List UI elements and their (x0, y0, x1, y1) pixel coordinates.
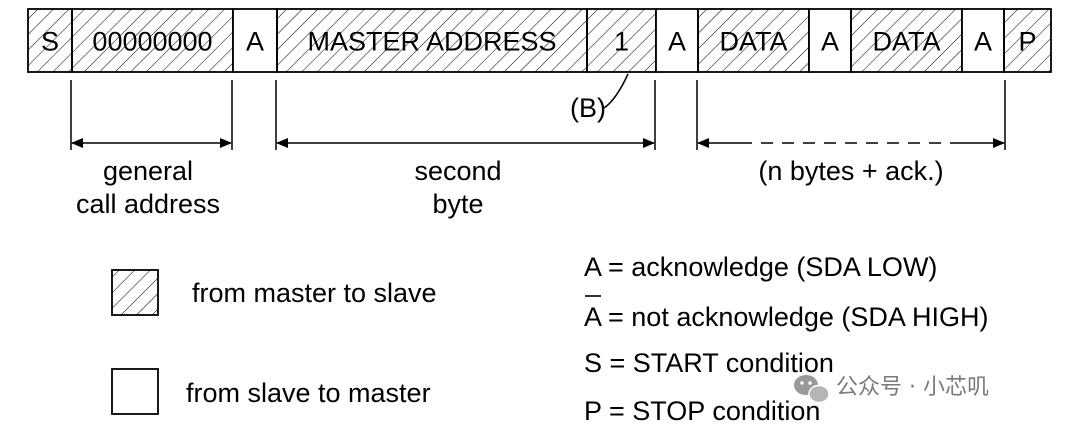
b-marker-label: (B) (570, 93, 606, 123)
frame-field-box (655, 8, 699, 73)
def-stop: P = STOP condition (584, 396, 820, 426)
watermark-text: 公众号 · 小芯叽 (836, 375, 989, 400)
n-bytes-label: (n bytes + ack.) (758, 156, 943, 186)
frame-field-box (27, 8, 73, 73)
frame-field-box (697, 8, 810, 73)
frame-field-label: 00000000 (92, 27, 212, 57)
frame-field-box (586, 8, 657, 73)
frame-field-box (808, 8, 852, 73)
wechat-icon (794, 375, 830, 404)
def-not-acknowledge: A = not acknowledge (SDA HIGH) (584, 302, 988, 332)
legend-plain-label: from slave to master (186, 378, 431, 408)
dimension-arrows (71, 73, 1005, 148)
b-leader-line (603, 73, 629, 109)
frame-field-label: A (246, 27, 264, 57)
frame-field-box (850, 8, 963, 73)
legend-plain-box (111, 368, 159, 415)
frame-field-label: 1 (614, 27, 629, 57)
second-byte-label-1: second (414, 156, 501, 186)
def-start: S = START condition (584, 348, 834, 378)
legend-shaded-label: from master to slave (192, 278, 437, 308)
frame-field-box (1003, 8, 1052, 73)
frame-field-box (71, 8, 234, 73)
frame-field-label: A (668, 27, 686, 57)
extension-lines (70, 80, 1006, 150)
frame-field-label: A (821, 27, 839, 57)
frame-field-label: DATA (719, 27, 787, 57)
frame-field-label: DATA (872, 27, 940, 57)
def-acknowledge: A = acknowledge (SDA LOW) (584, 252, 937, 282)
frame-field-label: S (41, 27, 59, 57)
second-byte-label-2: byte (432, 189, 483, 219)
frame-field-label: A (974, 27, 992, 57)
general-call-label-2: call address (76, 189, 220, 219)
frame-field-box (232, 8, 278, 73)
legend-shaded-box (111, 269, 159, 316)
general-call-label-1: general (103, 156, 193, 186)
frame-field-label: P (1018, 27, 1036, 57)
frame-field-box (961, 8, 1005, 73)
watermark: 公众号 · 小芯叽 (794, 375, 989, 404)
frame-field-label: MASTER ADDRESS (307, 27, 556, 57)
